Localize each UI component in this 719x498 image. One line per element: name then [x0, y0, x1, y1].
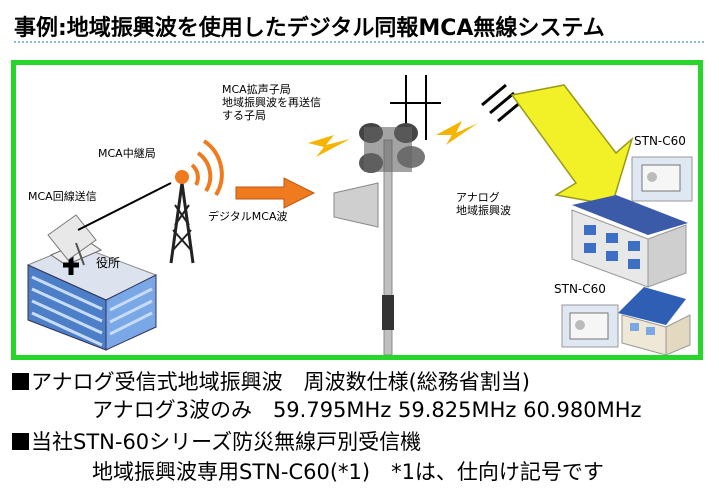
mca-relay-station-label: MCA中継局	[98, 147, 156, 160]
digital-mca-arrow	[235, 177, 316, 209]
lightning-right	[436, 121, 478, 145]
bullet-square	[12, 433, 29, 450]
system-diagram: MCA拡声子局地域振興波を再送信する子局 MCA中継局 MCA回線送信 役所 デ…	[11, 60, 703, 360]
broadcast-lines	[481, 83, 523, 123]
receiver-top-label: STN-C60	[634, 134, 686, 148]
title-divider	[14, 41, 704, 43]
page-title: 事例:地域振興波を使用したデジタル同報MCA無線システム	[14, 16, 605, 41]
mca-speaker-station-label: MCA拡声子局地域振興波を再送信する子局	[222, 83, 321, 122]
footer-line-2: アナログ3波のみ 59.795MHz 59.825MHz 60.980MHz	[92, 398, 642, 422]
diagram-art	[26, 75, 693, 355]
analog-wave-label: アナログ地域振興波	[456, 191, 511, 217]
receiver-bottom-label: STN-C60	[554, 282, 606, 296]
analog-wave-arrow	[510, 84, 634, 206]
house	[618, 287, 691, 355]
footer-line-4: 地域振興波専用STN-C60(*1) *1は、仕向け記号です	[92, 460, 604, 484]
mca-line-connector	[77, 182, 172, 231]
bullet-square	[12, 373, 29, 390]
speaker-pole	[359, 75, 441, 355]
receive-antenna	[333, 182, 379, 228]
lightning-left	[308, 135, 350, 157]
receiver-bottom-image	[561, 304, 619, 348]
city-office-label: 役所	[96, 256, 121, 270]
apartment-building	[571, 195, 688, 288]
city-office-building	[26, 214, 158, 351]
digital-mca-wave-label: デジタルMCA波	[208, 210, 288, 223]
footer-line-1: アナログ受信式地域振興波 周波数仕様(総務省割当)	[12, 370, 530, 394]
mca-line-transmission-label: MCA回線送信	[28, 190, 97, 203]
footer-line-3: 当社STN-60シリーズ防災無線戸別受信機	[12, 430, 421, 454]
receiver-top-image	[631, 156, 693, 202]
mca-relay-tower	[169, 139, 224, 264]
